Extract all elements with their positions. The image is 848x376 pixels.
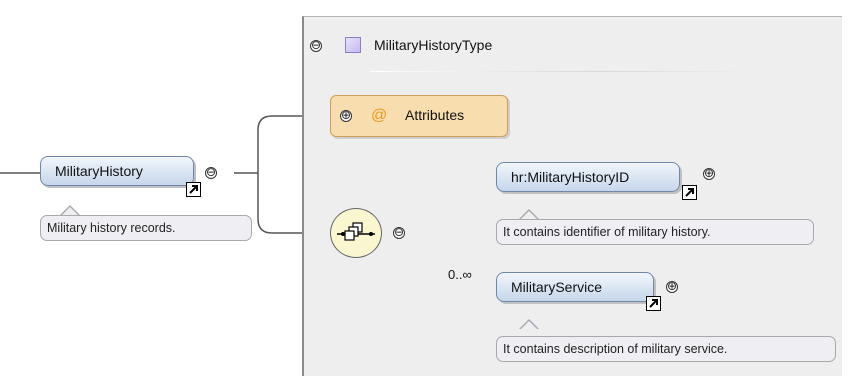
attributes-box[interactable]: ⊕ @ Attributes — [330, 95, 508, 137]
element-label: MilitaryHistory — [55, 163, 143, 179]
expand-icon[interactable]: ⊕ — [666, 279, 678, 293]
reference-arrow-icon — [186, 182, 201, 197]
element-label: hr:MilitaryHistoryID — [511, 169, 630, 185]
expand-icon[interactable]: ⊕ — [340, 108, 352, 122]
element-annotation: It contains identifier of military histo… — [496, 219, 814, 245]
reference-arrow-icon — [646, 296, 661, 311]
sequence-compositor[interactable] — [330, 208, 382, 258]
element-label: MilitaryService — [511, 279, 603, 295]
cardinality-label: 0..∞ — [448, 267, 472, 282]
attribute-at-icon: @ — [371, 107, 388, 124]
collapse-icon[interactable]: ⊖ — [310, 38, 322, 52]
reference-arrow-icon — [682, 185, 697, 200]
collapse-icon[interactable]: ⊖ — [393, 225, 405, 239]
attributes-label: Attributes — [405, 107, 465, 123]
military-service-element[interactable]: MilitaryService — [496, 272, 654, 302]
collapse-icon[interactable]: ⊖ — [205, 165, 217, 179]
military-history-id-element[interactable]: hr:MilitaryHistoryID — [496, 162, 680, 192]
sequence-icon — [337, 222, 375, 241]
type-title: MilitaryHistoryType — [374, 37, 493, 53]
complex-type-icon — [345, 37, 361, 53]
element-annotation: Military history records. — [40, 215, 252, 241]
title-underline — [370, 71, 750, 72]
element-annotation: It contains description of military serv… — [496, 336, 836, 362]
military-history-element[interactable]: MilitaryHistory — [40, 156, 194, 186]
expand-icon[interactable]: ⊕ — [703, 166, 715, 180]
military-history-type-box: ⊖ MilitaryHistoryType — [302, 16, 842, 376]
